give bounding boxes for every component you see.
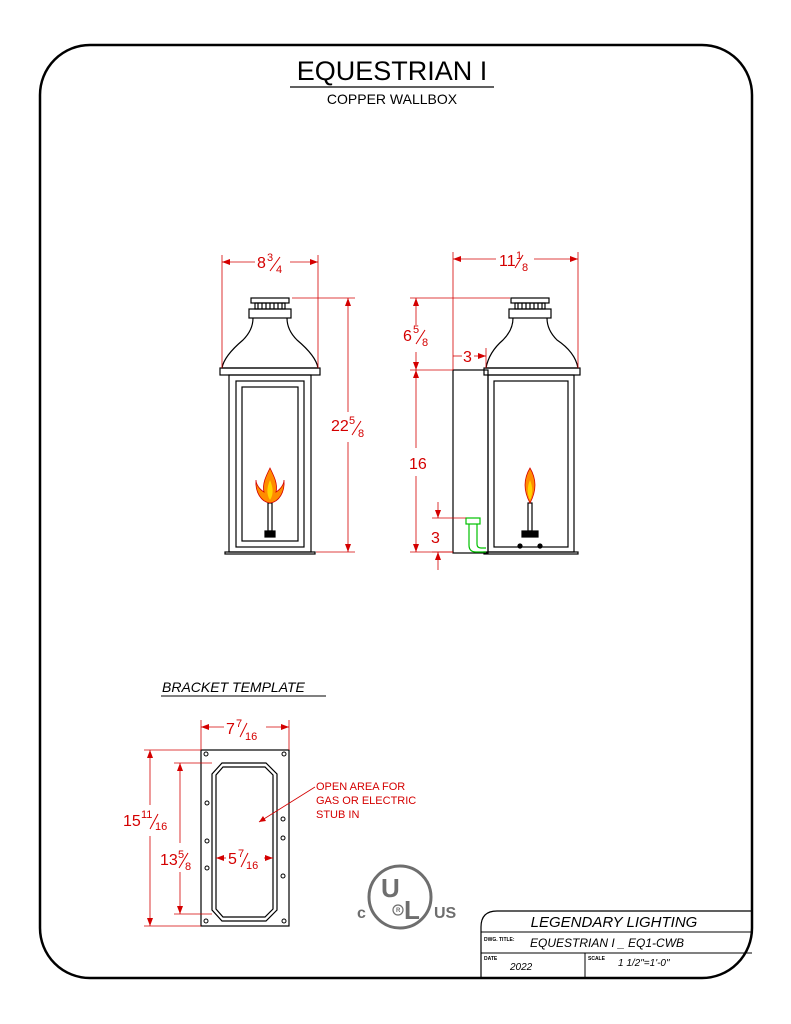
bracket-inner-width-whole: 5 (228, 851, 237, 868)
gas-stub-icon (465, 517, 486, 553)
svg-text:5716: 5716 (228, 848, 258, 872)
front-width-den: 4 (276, 264, 282, 276)
company-name: LEGENDARY LIGHTING (531, 914, 698, 931)
bracket-height-dimension: 151116 (123, 749, 201, 927)
side-top-den: 8 (422, 337, 428, 349)
front-height-num: 5 (349, 415, 355, 427)
side-width-num: 1 (516, 250, 522, 262)
side-stub-dimension: 3 (431, 502, 466, 570)
svg-text:151116: 151116 (123, 809, 167, 833)
note-line-3: STUB IN (316, 809, 359, 821)
open-area-note: OPEN AREA FOR GAS OR ELECTRIC STUB IN (258, 781, 416, 823)
drawing-title: EQUESTRIAN I (297, 56, 488, 86)
side-top-whole: 6 (403, 328, 412, 345)
note-line-2: GAS OR ELECTRIC (316, 795, 416, 807)
dwg-title-label: DWG. TITLE: (484, 937, 515, 943)
front-width-dimension: 834 (221, 252, 319, 368)
side-width-den: 8 (522, 262, 528, 274)
front-width-num: 3 (267, 252, 273, 264)
front-height-whole: 22 (331, 418, 349, 435)
bracket-inner-height-num: 5 (178, 849, 184, 861)
title-block: LEGENDARY LIGHTING DWG. TITLE: EQUESTRIA… (480, 910, 752, 978)
side-depth-value: 3 (463, 349, 472, 366)
ul-mark-l: L (404, 895, 420, 925)
bracket-template-heading: BRACKET TEMPLATE (161, 679, 326, 697)
bracket-template-plate (200, 749, 290, 927)
ul-mark-u: U (381, 873, 400, 903)
scale-value: 1 1/2"=1'-0" (618, 958, 670, 969)
date-value: 2022 (509, 962, 533, 973)
ul-mark-c: c (357, 905, 366, 922)
bracket-inner-width-num: 7 (238, 848, 244, 860)
bracket-width-den: 16 (245, 731, 257, 743)
front-flame-icon (255, 467, 285, 504)
bracket-inner-height-den: 8 (185, 861, 191, 873)
side-depth-dimension: 3 (453, 348, 487, 368)
side-flame-icon (524, 467, 536, 504)
bracket-width-dimension: 7716 (200, 718, 290, 750)
bracket-height-num: 11 (141, 809, 152, 821)
dwg-title-value: EQUESTRIAN I _ EQ1-CWB (530, 936, 684, 950)
side-body-height: 16 (409, 456, 427, 473)
bracket-height-whole: 15 (123, 813, 141, 830)
svg-text:7716: 7716 (226, 718, 257, 743)
svg-text:1118: 1118 (499, 250, 528, 274)
bracket-inner-width-den: 16 (246, 860, 258, 872)
ul-listing-mark-icon: c U L R US (357, 864, 457, 930)
side-width-whole: 11 (499, 253, 516, 270)
svg-text:658: 658 (403, 324, 428, 349)
bracket-width-whole: 7 (226, 721, 235, 738)
scale-label: SCALE (588, 956, 606, 962)
front-view (219, 297, 321, 555)
bracket-mount-holes (203, 751, 287, 924)
side-top-num: 5 (413, 324, 419, 336)
side-stub-value: 3 (431, 530, 440, 547)
front-height-dimension: 2258 (292, 297, 364, 553)
ul-mark-registered: R (396, 908, 401, 914)
note-line-1: OPEN AREA FOR (316, 781, 405, 793)
svg-text:834: 834 (257, 252, 282, 276)
bracket-inner-height-dimension: 1358 (160, 762, 212, 915)
bracket-inner-width-dimension: 5716 (216, 848, 273, 872)
side-height-dimensions: 658 16 (403, 297, 510, 553)
front-width-whole: 8 (257, 255, 266, 272)
side-width-dimension: 1118 (452, 250, 579, 370)
drawing-subtitle: COPPER WALLBOX (327, 91, 458, 107)
side-view (452, 297, 581, 555)
svg-text:1358: 1358 (160, 849, 191, 873)
ul-mark-us: US (434, 905, 457, 922)
date-label: DATE (484, 956, 498, 962)
drawing-title-block: EQUESTRIAN I COPPER WALLBOX (290, 56, 494, 107)
bracket-height-den: 16 (155, 821, 167, 833)
bracket-inner-height-whole: 13 (160, 852, 178, 869)
sheet-border (38, 43, 754, 980)
bracket-template-label: BRACKET TEMPLATE (162, 679, 306, 695)
bracket-width-num: 7 (236, 718, 242, 730)
svg-text:2258: 2258 (331, 415, 364, 440)
front-height-den: 8 (358, 428, 364, 440)
